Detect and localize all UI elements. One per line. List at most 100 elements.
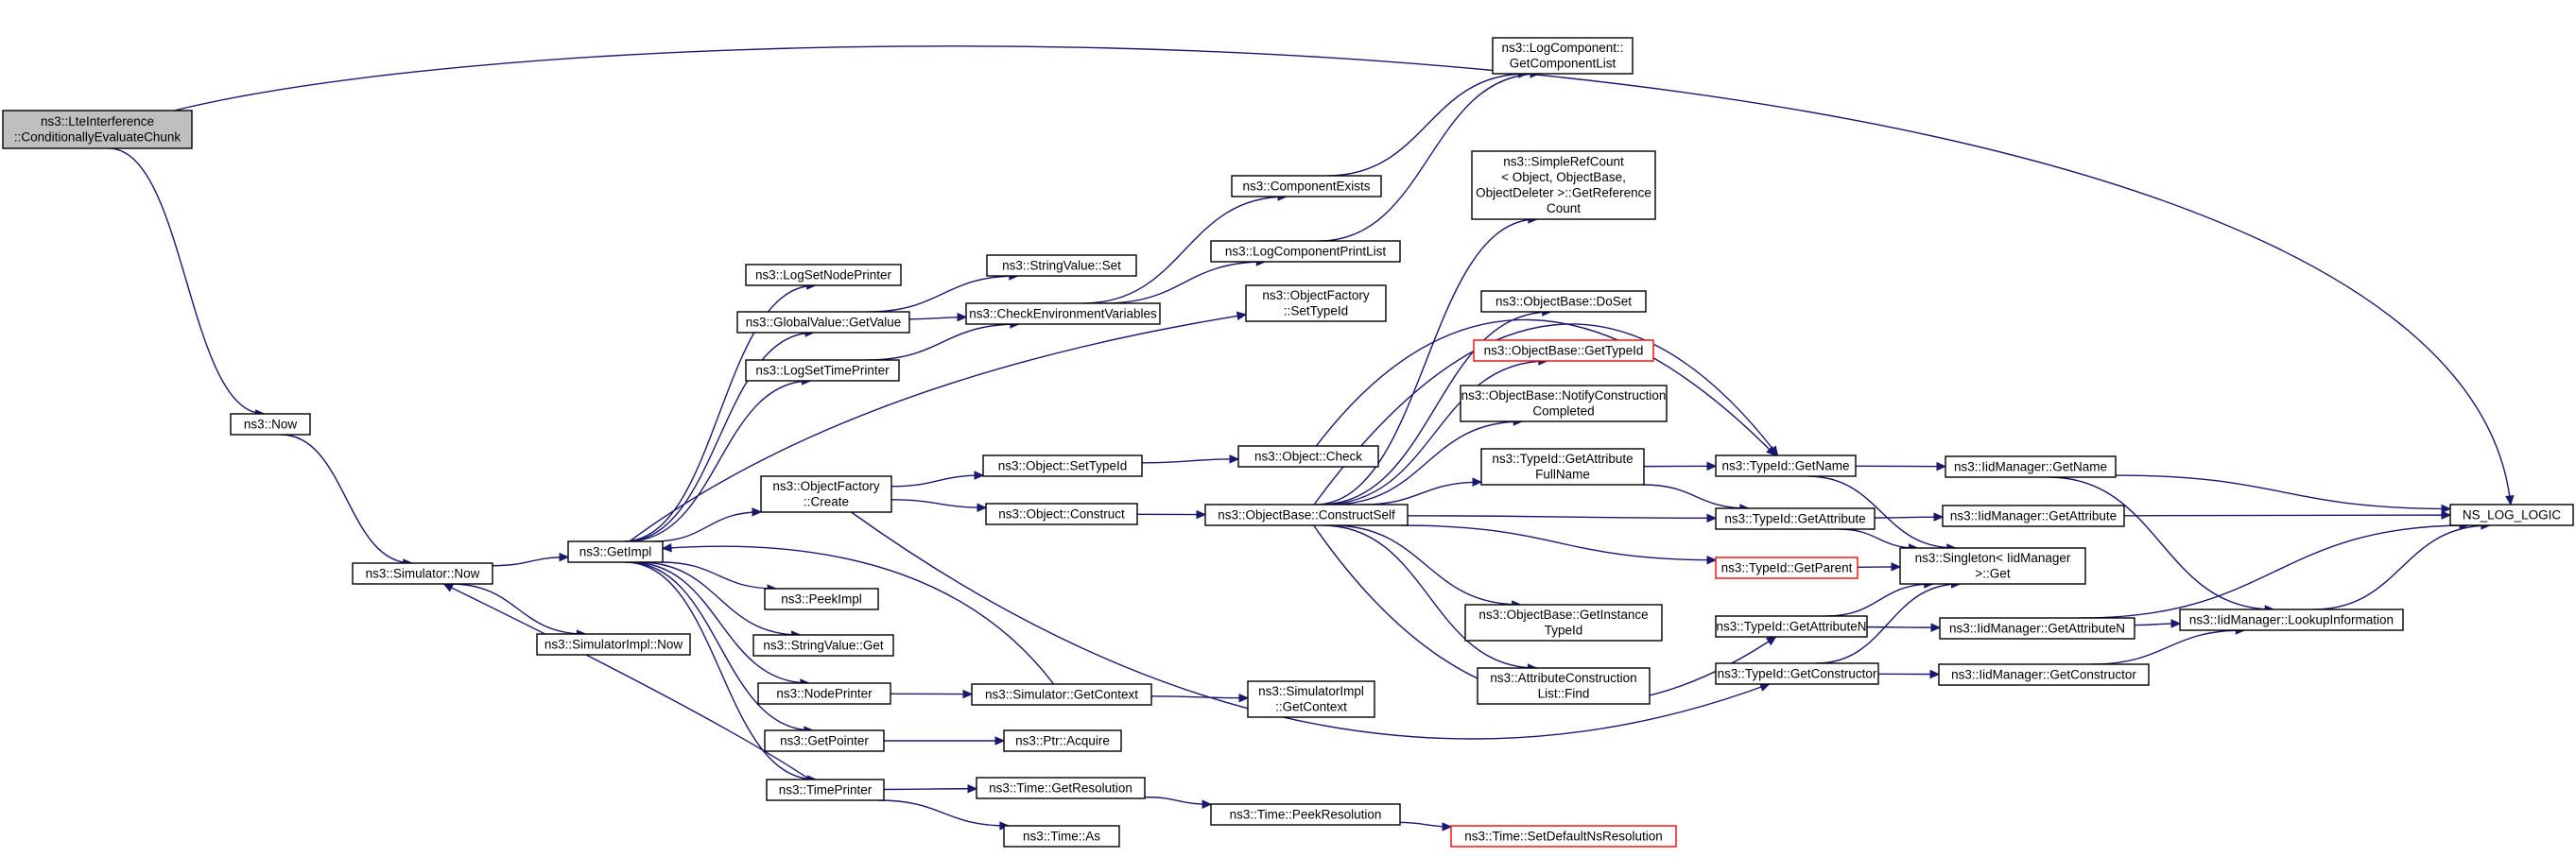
edge-iidgetctor-to-iidlookup — [2090, 629, 2245, 665]
node-box — [1247, 680, 1375, 718]
node-checkenv[interactable]: ns3::CheckEnvironmentVariables — [965, 302, 1161, 325]
node-box — [1210, 803, 1401, 826]
node-iidlookup[interactable]: ns3::IidManager::LookupInformation — [2179, 608, 2404, 631]
edge-simnow-to-getimpl — [492, 556, 569, 567]
node-label: >::Get — [1975, 567, 2010, 581]
arrowhead — [974, 471, 985, 480]
edge-constructself-to-getobjtypeid — [1323, 360, 1547, 506]
edge-getimpl-to-globalvalue — [624, 332, 815, 542]
node-getobjtypeid[interactable]: ns3::ObjectBase::GetTypeId — [1473, 339, 1654, 362]
node-box — [1715, 454, 1857, 477]
node-now[interactable]: ns3::Now — [230, 413, 311, 436]
node-box — [982, 454, 1143, 477]
arrowhead — [1442, 822, 1453, 831]
node-box — [1245, 284, 1387, 322]
node-notifyconstr[interactable]: ns3::ObjectBase::NotifyConstructionCompl… — [1460, 385, 1668, 422]
node-label: ns3::Time::GetResolution — [989, 780, 1132, 795]
node-box — [2449, 504, 2574, 526]
node-label: ns3::IidManager::GetName — [1954, 459, 2107, 473]
node-simimplgetctx[interactable]: ns3::SimulatorImpl::GetContext — [1247, 680, 1375, 718]
node-objsettypeid[interactable]: ns3::Object::SetTypeId — [982, 454, 1143, 477]
node-nslog[interactable]: NS_LOG_LOGIC — [2449, 504, 2574, 526]
node-box — [971, 683, 1152, 706]
node-singletonget[interactable]: ns3::Singleton< IidManager>::Get — [1899, 547, 2086, 585]
node-timegetres[interactable]: ns3::Time::GetResolution — [976, 777, 1146, 799]
arrowhead — [962, 689, 974, 699]
arrowhead — [1706, 513, 1718, 523]
node-timeas[interactable]: ns3::Time::As — [1003, 825, 1120, 848]
node-box — [1003, 729, 1122, 752]
node-stringget[interactable]: ns3::StringValue::Get — [752, 634, 894, 657]
node-typeidgetname[interactable]: ns3::TypeId::GetName — [1715, 454, 1857, 477]
node-label: ns3::LogComponentPrintList — [1225, 244, 1387, 258]
node-label: ns3::ObjectFactory — [772, 479, 880, 493]
node-box — [976, 777, 1146, 799]
node-label: ns3::LteInterference — [41, 114, 154, 129]
node-objconstruct[interactable]: ns3::Object::Construct — [985, 503, 1138, 525]
node-refcount[interactable]: ns3::SimpleRefCount< Object, ObjectBase,… — [1471, 150, 1656, 220]
node-box — [1899, 547, 2086, 585]
node-logcomplist[interactable]: ns3::LogComponent::GetComponentList — [1492, 37, 1634, 75]
node-label: ns3::IidManager::GetAttribute — [1950, 508, 2117, 523]
node-compexists[interactable]: ns3::ComponentExists — [1231, 175, 1382, 197]
node-iidgetctor[interactable]: ns3::IidManager::GetConstructor — [1938, 663, 2150, 686]
edge-checkenv-to-logcompprint — [1103, 261, 1266, 304]
node-root[interactable]: ns3::LteInterference::ConditionallyEvalu… — [2, 110, 193, 149]
node-box — [1450, 825, 1677, 848]
node-simgetcontext[interactable]: ns3::Simulator::GetContext — [971, 683, 1152, 706]
arrowhead — [1229, 454, 1240, 464]
edge-getimpl-to-nodeprinter — [631, 561, 809, 684]
node-box — [1464, 604, 1663, 642]
node-label: List::Find — [1538, 687, 1590, 701]
node-nodeprinter[interactable]: ns3::NodePrinter — [757, 682, 891, 705]
node-box — [1480, 448, 1645, 486]
node-box — [1715, 662, 1879, 685]
node-typeidgetparent[interactable]: ns3::TypeId::GetParent — [1715, 557, 1859, 579]
node-logtimeprinter[interactable]: ns3::LogSetTimePrinter — [745, 359, 900, 382]
node-box — [965, 302, 1161, 325]
node-peekres[interactable]: ns3::Time::PeekResolution — [1210, 803, 1401, 826]
node-factorysettypeid[interactable]: ns3::ObjectFactory::SetTypeId — [1245, 284, 1387, 322]
node-iidgetattr[interactable]: ns3::IidManager::GetAttribute — [1942, 505, 2125, 527]
node-ptracquire[interactable]: ns3::Ptr::Acquire — [1003, 729, 1122, 752]
node-simimplnow[interactable]: ns3::SimulatorImpl::Now — [536, 633, 691, 656]
node-timeprinter[interactable]: ns3::TimePrinter — [766, 779, 885, 801]
arrowhead — [1236, 311, 1248, 321]
node-globalvalue[interactable]: ns3::GlobalValue::GetValue — [736, 311, 910, 334]
node-objcheck[interactable]: ns3::Object::Check — [1237, 445, 1379, 468]
node-getpointer[interactable]: ns3::GetPointer — [764, 729, 885, 752]
node-box — [1492, 37, 1634, 75]
node-box — [1460, 385, 1668, 422]
node-lognodeprinter[interactable]: ns3::LogSetNodePrinter — [745, 264, 902, 286]
arrowhead — [1933, 512, 1945, 522]
node-box — [1231, 175, 1382, 197]
node-typeidgetattrn[interactable]: ns3::TypeId::GetAttributeN — [1715, 615, 1868, 638]
node-setdefres[interactable]: ns3::Time::SetDefaultNsResolution — [1450, 825, 1677, 848]
edge-iidgetattr-to-nslog — [2123, 514, 2451, 517]
node-label: TypeId — [1545, 624, 1583, 638]
node-constructself[interactable]: ns3::ObjectBase::ConstructSelf — [1204, 504, 1409, 526]
node-label: ns3::Object::Construct — [998, 506, 1125, 521]
node-peekimpl[interactable]: ns3::PeekImpl — [764, 588, 879, 610]
node-factorycreate[interactable]: ns3::ObjectFactory::Create — [760, 475, 892, 513]
arrowhead — [1196, 509, 1207, 520]
arrowhead — [957, 312, 968, 322]
edge-logtimeprinter-to-checkenv — [866, 323, 1019, 361]
node-typeidgetattr[interactable]: ns3::TypeId::GetAttribute — [1715, 507, 1876, 530]
node-label: ::ConditionallyEvaluateChunk — [14, 130, 182, 145]
node-iidgetname[interactable]: ns3::IidManager::GetName — [1945, 455, 2117, 478]
edge-objsettypeid-to-objcheck — [1141, 458, 1239, 464]
node-typeidgetctor[interactable]: ns3::TypeId::GetConstructor — [1715, 662, 1879, 685]
node-doset[interactable]: ns3::ObjectBase::DoSet — [1480, 290, 1647, 313]
node-label: ns3::IidManager::LookupInformation — [2189, 612, 2394, 626]
arrowhead — [661, 543, 672, 553]
node-iidgetattrn[interactable]: ns3::IidManager::GetAttributeN — [1939, 617, 2135, 640]
node-label: ns3::IidManager::GetAttributeN — [1949, 621, 2125, 635]
node-simnow[interactable]: ns3::Simulator::Now — [352, 562, 493, 585]
node-stringset[interactable]: ns3::StringValue::Set — [986, 254, 1137, 277]
node-logcompprint[interactable]: ns3::LogComponentPrintList — [1210, 240, 1401, 263]
node-getimpl[interactable]: ns3::GetImpl — [567, 540, 664, 563]
